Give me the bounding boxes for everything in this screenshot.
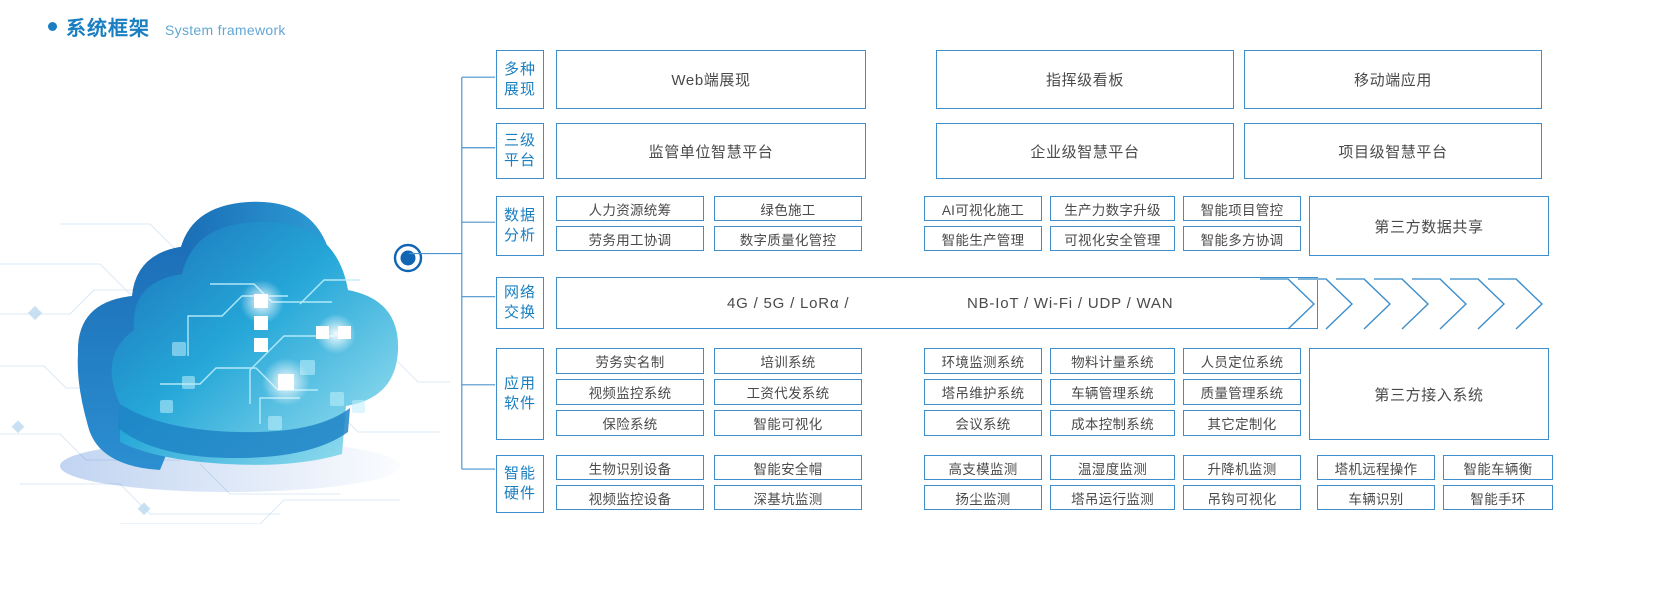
connector-node-icon xyxy=(393,243,423,273)
cell-crane-remote-operation[interactable]: 塔机远程操作 xyxy=(1317,455,1435,480)
box-regulator-platform[interactable]: 监管单位智慧平台 xyxy=(556,123,866,179)
cell-env-monitoring-system[interactable]: 环境监测系统 xyxy=(924,348,1042,374)
cell-training-system[interactable]: 培训系统 xyxy=(714,348,862,374)
cell-crane-operation-monitoring[interactable]: 塔吊运行监测 xyxy=(1050,485,1175,510)
cell-video-surveillance-system[interactable]: 视频监控系统 xyxy=(556,379,704,405)
box-third-party-access-system[interactable]: 第三方接入系统 xyxy=(1309,348,1549,440)
network-text-primary: 4G / 5G / LoRα / xyxy=(727,294,850,312)
cell-smart-visualization[interactable]: 智能可视化 xyxy=(714,410,862,436)
cell-digital-quality-control[interactable]: 数字质量化管控 xyxy=(714,226,862,251)
cell-productivity-upgrade[interactable]: 生产力数字升级 xyxy=(1050,196,1175,221)
cell-dust-monitoring[interactable]: 扬尘监测 xyxy=(924,485,1042,510)
cell-smart-weighbridge[interactable]: 智能车辆衡 xyxy=(1443,455,1553,480)
cell-crane-maintenance-system[interactable]: 塔吊维护系统 xyxy=(924,379,1042,405)
cell-deep-pit-monitoring[interactable]: 深基坑监测 xyxy=(714,485,862,510)
box-mobile-app[interactable]: 移动端应用 xyxy=(1244,50,1542,109)
row-smart-hardware: 智能 硬件 生物识别设备 智能安全帽 视频监控设备 深基坑监测 xyxy=(496,455,1656,513)
box-third-party-data-sharing[interactable]: 第三方数据共享 xyxy=(1309,196,1549,256)
row-data-analysis: 数据 分析 人力资源统筹 绿色施工 劳务用工协调 数字质量化管控 xyxy=(496,196,1549,256)
network-text-secondary: NB-IoT / Wi-Fi / UDP / WAN xyxy=(967,294,1174,312)
cell-smart-helmet[interactable]: 智能安全帽 xyxy=(714,455,862,480)
cell-biometric-device[interactable]: 生物识别设备 xyxy=(556,455,704,480)
row-label-smart-hardware: 智能 硬件 xyxy=(496,455,544,513)
chevron-arrows-icon xyxy=(1260,278,1544,330)
cell-meeting-system[interactable]: 会议系统 xyxy=(924,410,1042,436)
row-presentation: 多种 展现 Web端展现 指挥级看板 移动端应用 xyxy=(496,50,1546,109)
cell-hook-visualization[interactable]: 吊钩可视化 xyxy=(1183,485,1301,510)
box-command-dashboard[interactable]: 指挥级看板 xyxy=(936,50,1234,109)
bullet-dot-icon xyxy=(48,22,57,31)
cell-labor-realname[interactable]: 劳务实名制 xyxy=(556,348,704,374)
cell-vehicle-mgmt-system[interactable]: 车辆管理系统 xyxy=(1050,379,1175,405)
box-project-platform[interactable]: 项目级智慧平台 xyxy=(1244,123,1542,179)
cell-visual-safety-mgmt[interactable]: 可视化安全管理 xyxy=(1050,226,1175,251)
row-label-network-exchange: 网络 交换 xyxy=(496,277,544,329)
cell-insurance-system[interactable]: 保险系统 xyxy=(556,410,704,436)
cell-formwork-monitoring[interactable]: 高支模监测 xyxy=(924,455,1042,480)
cell-other-customization[interactable]: 其它定制化 xyxy=(1183,410,1301,436)
cell-smart-production-mgmt[interactable]: 智能生产管理 xyxy=(924,226,1042,251)
cell-payroll-system[interactable]: 工资代发系统 xyxy=(714,379,862,405)
box-network-protocols[interactable]: 4G / 5G / LoRα / NB-IoT / Wi-Fi / UDP / … xyxy=(556,277,1318,329)
cell-smart-project-control[interactable]: 智能项目管控 xyxy=(1183,196,1301,221)
cell-hr-planning[interactable]: 人力资源统筹 xyxy=(556,196,704,221)
cell-green-construction[interactable]: 绿色施工 xyxy=(714,196,862,221)
cell-video-surveillance-device[interactable]: 视频监控设备 xyxy=(556,485,704,510)
row-application-software: 应用 软件 劳务实名制 培训系统 视频监控系统 工资代发系统 保险系统 智能可视… xyxy=(496,348,1549,440)
row-network-exchange: 网络 交换 4G / 5G / LoRα / NB-IoT / Wi-Fi / … xyxy=(496,277,1546,329)
page-title-block: 系统框架 System framework xyxy=(48,12,286,41)
box-enterprise-platform[interactable]: 企业级智慧平台 xyxy=(936,123,1234,179)
cell-smart-multiparty-coord[interactable]: 智能多方协调 xyxy=(1183,226,1301,251)
row-platform: 三级 平台 监管单位智慧平台 企业级智慧平台 项目级智慧平台 xyxy=(496,123,1546,179)
row-label-application-software: 应用 软件 xyxy=(496,348,544,440)
row-label-presentation: 多种 展现 xyxy=(496,50,544,109)
cell-personnel-positioning-system[interactable]: 人员定位系统 xyxy=(1183,348,1301,374)
tree-connector-lines xyxy=(408,76,496,470)
cell-quality-mgmt-system[interactable]: 质量管理系统 xyxy=(1183,379,1301,405)
cell-smart-wristband[interactable]: 智能手环 xyxy=(1443,485,1553,510)
page-title: 系统框架 xyxy=(66,18,150,40)
cell-ai-visual-construction[interactable]: AI可视化施工 xyxy=(924,196,1042,221)
row-label-data-analysis: 数据 分析 xyxy=(496,196,544,256)
cloud-computing-illustration xyxy=(0,104,450,524)
cell-labor-coordination[interactable]: 劳务用工协调 xyxy=(556,226,704,251)
cell-temp-humidity-monitoring[interactable]: 温湿度监测 xyxy=(1050,455,1175,480)
page-subtitle: System framework xyxy=(165,22,286,38)
cell-cost-control-system[interactable]: 成本控制系统 xyxy=(1050,410,1175,436)
box-web-display[interactable]: Web端展现 xyxy=(556,50,866,109)
cell-hoist-monitoring[interactable]: 升降机监测 xyxy=(1183,455,1301,480)
row-label-platform: 三级 平台 xyxy=(496,123,544,179)
cell-vehicle-recognition[interactable]: 车辆识别 xyxy=(1317,485,1435,510)
cell-material-metering-system[interactable]: 物料计量系统 xyxy=(1050,348,1175,374)
